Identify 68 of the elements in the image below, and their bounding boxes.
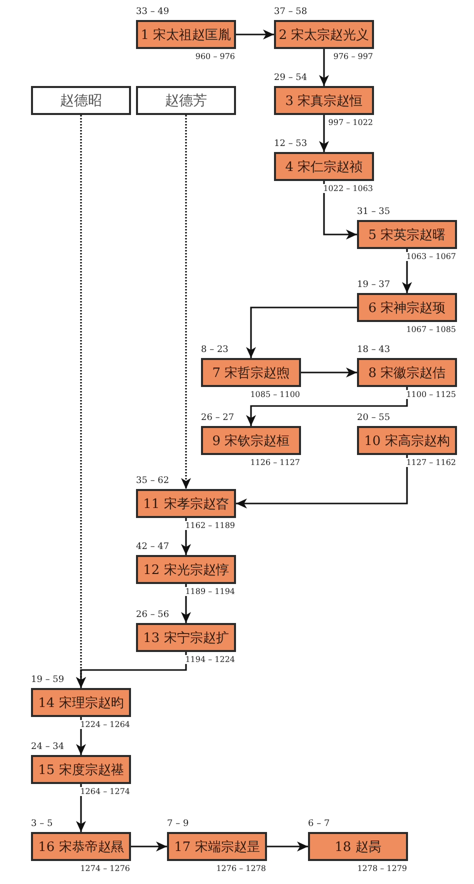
arrow (246, 387, 408, 426)
emperor-box: 3 宋真宗赵恒 (274, 86, 374, 115)
age-range: 19 – 37 (357, 280, 390, 290)
age-range: 42 – 47 (136, 542, 170, 552)
reign-years: 1085 – 1100 (249, 390, 301, 399)
age-range: 3 – 5 (31, 819, 53, 829)
age-range: 12 – 53 (274, 139, 308, 149)
age-range: 19 – 59 (31, 675, 64, 685)
arrow (131, 842, 167, 852)
name-box: 赵德昭 (31, 86, 131, 115)
arrow (323, 181, 357, 240)
reign-years: 1189 – 1194 (184, 587, 236, 596)
age-range: 24 – 34 (31, 742, 64, 752)
age-range: 33 – 49 (136, 7, 170, 17)
reign-years: 1100 – 1125 (405, 390, 457, 399)
age-range: 31 – 35 (357, 207, 390, 217)
arrow (236, 455, 408, 508)
emperor-box: 14 宋理宗赵昀 (31, 688, 131, 717)
reign-years: 1127 – 1162 (405, 458, 457, 467)
emperor-box: 15 宋度宗赵禥 (31, 755, 131, 784)
dotted-arrow (181, 115, 191, 489)
reign-years: 1194 – 1224 (184, 655, 236, 664)
arrow (246, 306, 357, 358)
reign-years: 1224 – 1264 (79, 720, 131, 729)
reign-years: 1278 – 1279 (356, 864, 408, 873)
emperor-box: 16 宋恭帝赵㬎 (31, 832, 131, 861)
arrow (319, 115, 329, 152)
emperor-box: 8 宋徽宗赵佶 (357, 358, 457, 387)
emperor-box: 2 宋太宗赵光义 (274, 20, 374, 49)
name-box: 赵德芳 (136, 86, 236, 115)
reign-years: 997 – 1022 (327, 118, 374, 127)
age-range: 18 – 43 (357, 345, 390, 355)
arrow (267, 842, 308, 852)
reign-years: 1067 – 1085 (405, 325, 457, 334)
reign-years: 1264 – 1274 (79, 787, 131, 796)
emperor-box: 12 宋光宗赵惇 (136, 555, 236, 584)
emperor-box: 17 宋端宗赵昰 (167, 832, 267, 861)
emperor-box: 18 赵昺 (308, 832, 408, 861)
reign-years: 1022 – 1063 (322, 184, 374, 193)
age-range: 26 – 56 (136, 610, 170, 620)
emperor-box: 9 宋钦宗赵桓 (201, 426, 301, 455)
reign-years: 1274 – 1276 (79, 864, 131, 873)
emperor-box: 11 宋孝宗赵昚 (136, 489, 236, 518)
age-range: 26 – 27 (201, 413, 234, 423)
reign-years: 1126 – 1127 (249, 458, 301, 467)
arrow (319, 49, 329, 86)
age-range: 37 – 58 (274, 7, 308, 17)
reign-years: 1063 – 1067 (405, 252, 457, 261)
emperor-box: 5 宋英宗赵曙 (357, 220, 457, 249)
age-range: 6 – 7 (308, 819, 330, 829)
age-range: 35 – 62 (136, 476, 170, 486)
reign-years: 1276 – 1278 (215, 864, 267, 873)
age-range: 8 – 23 (201, 345, 228, 355)
emperor-box: 1 宋太祖赵匡胤 (136, 20, 236, 49)
age-range: 7 – 9 (167, 819, 189, 829)
emperor-box: 7 宋哲宗赵煦 (201, 358, 301, 387)
age-range: 20 – 55 (357, 413, 390, 423)
arrow (236, 30, 274, 40)
emperor-box: 10 宋高宗赵构 (357, 426, 457, 455)
reign-years: 1162 – 1189 (184, 521, 236, 530)
age-range: 29 – 54 (274, 73, 308, 83)
arrow (301, 368, 357, 378)
emperor-box: 13 宋宁宗赵扩 (136, 623, 236, 652)
emperor-box: 6 宋神宗赵顼 (357, 293, 457, 322)
emperor-box: 4 宋仁宗赵祯 (274, 152, 374, 181)
dotted-arrow (76, 115, 86, 688)
reign-years: 976 – 997 (332, 52, 374, 61)
reign-years: 960 – 976 (194, 52, 236, 61)
